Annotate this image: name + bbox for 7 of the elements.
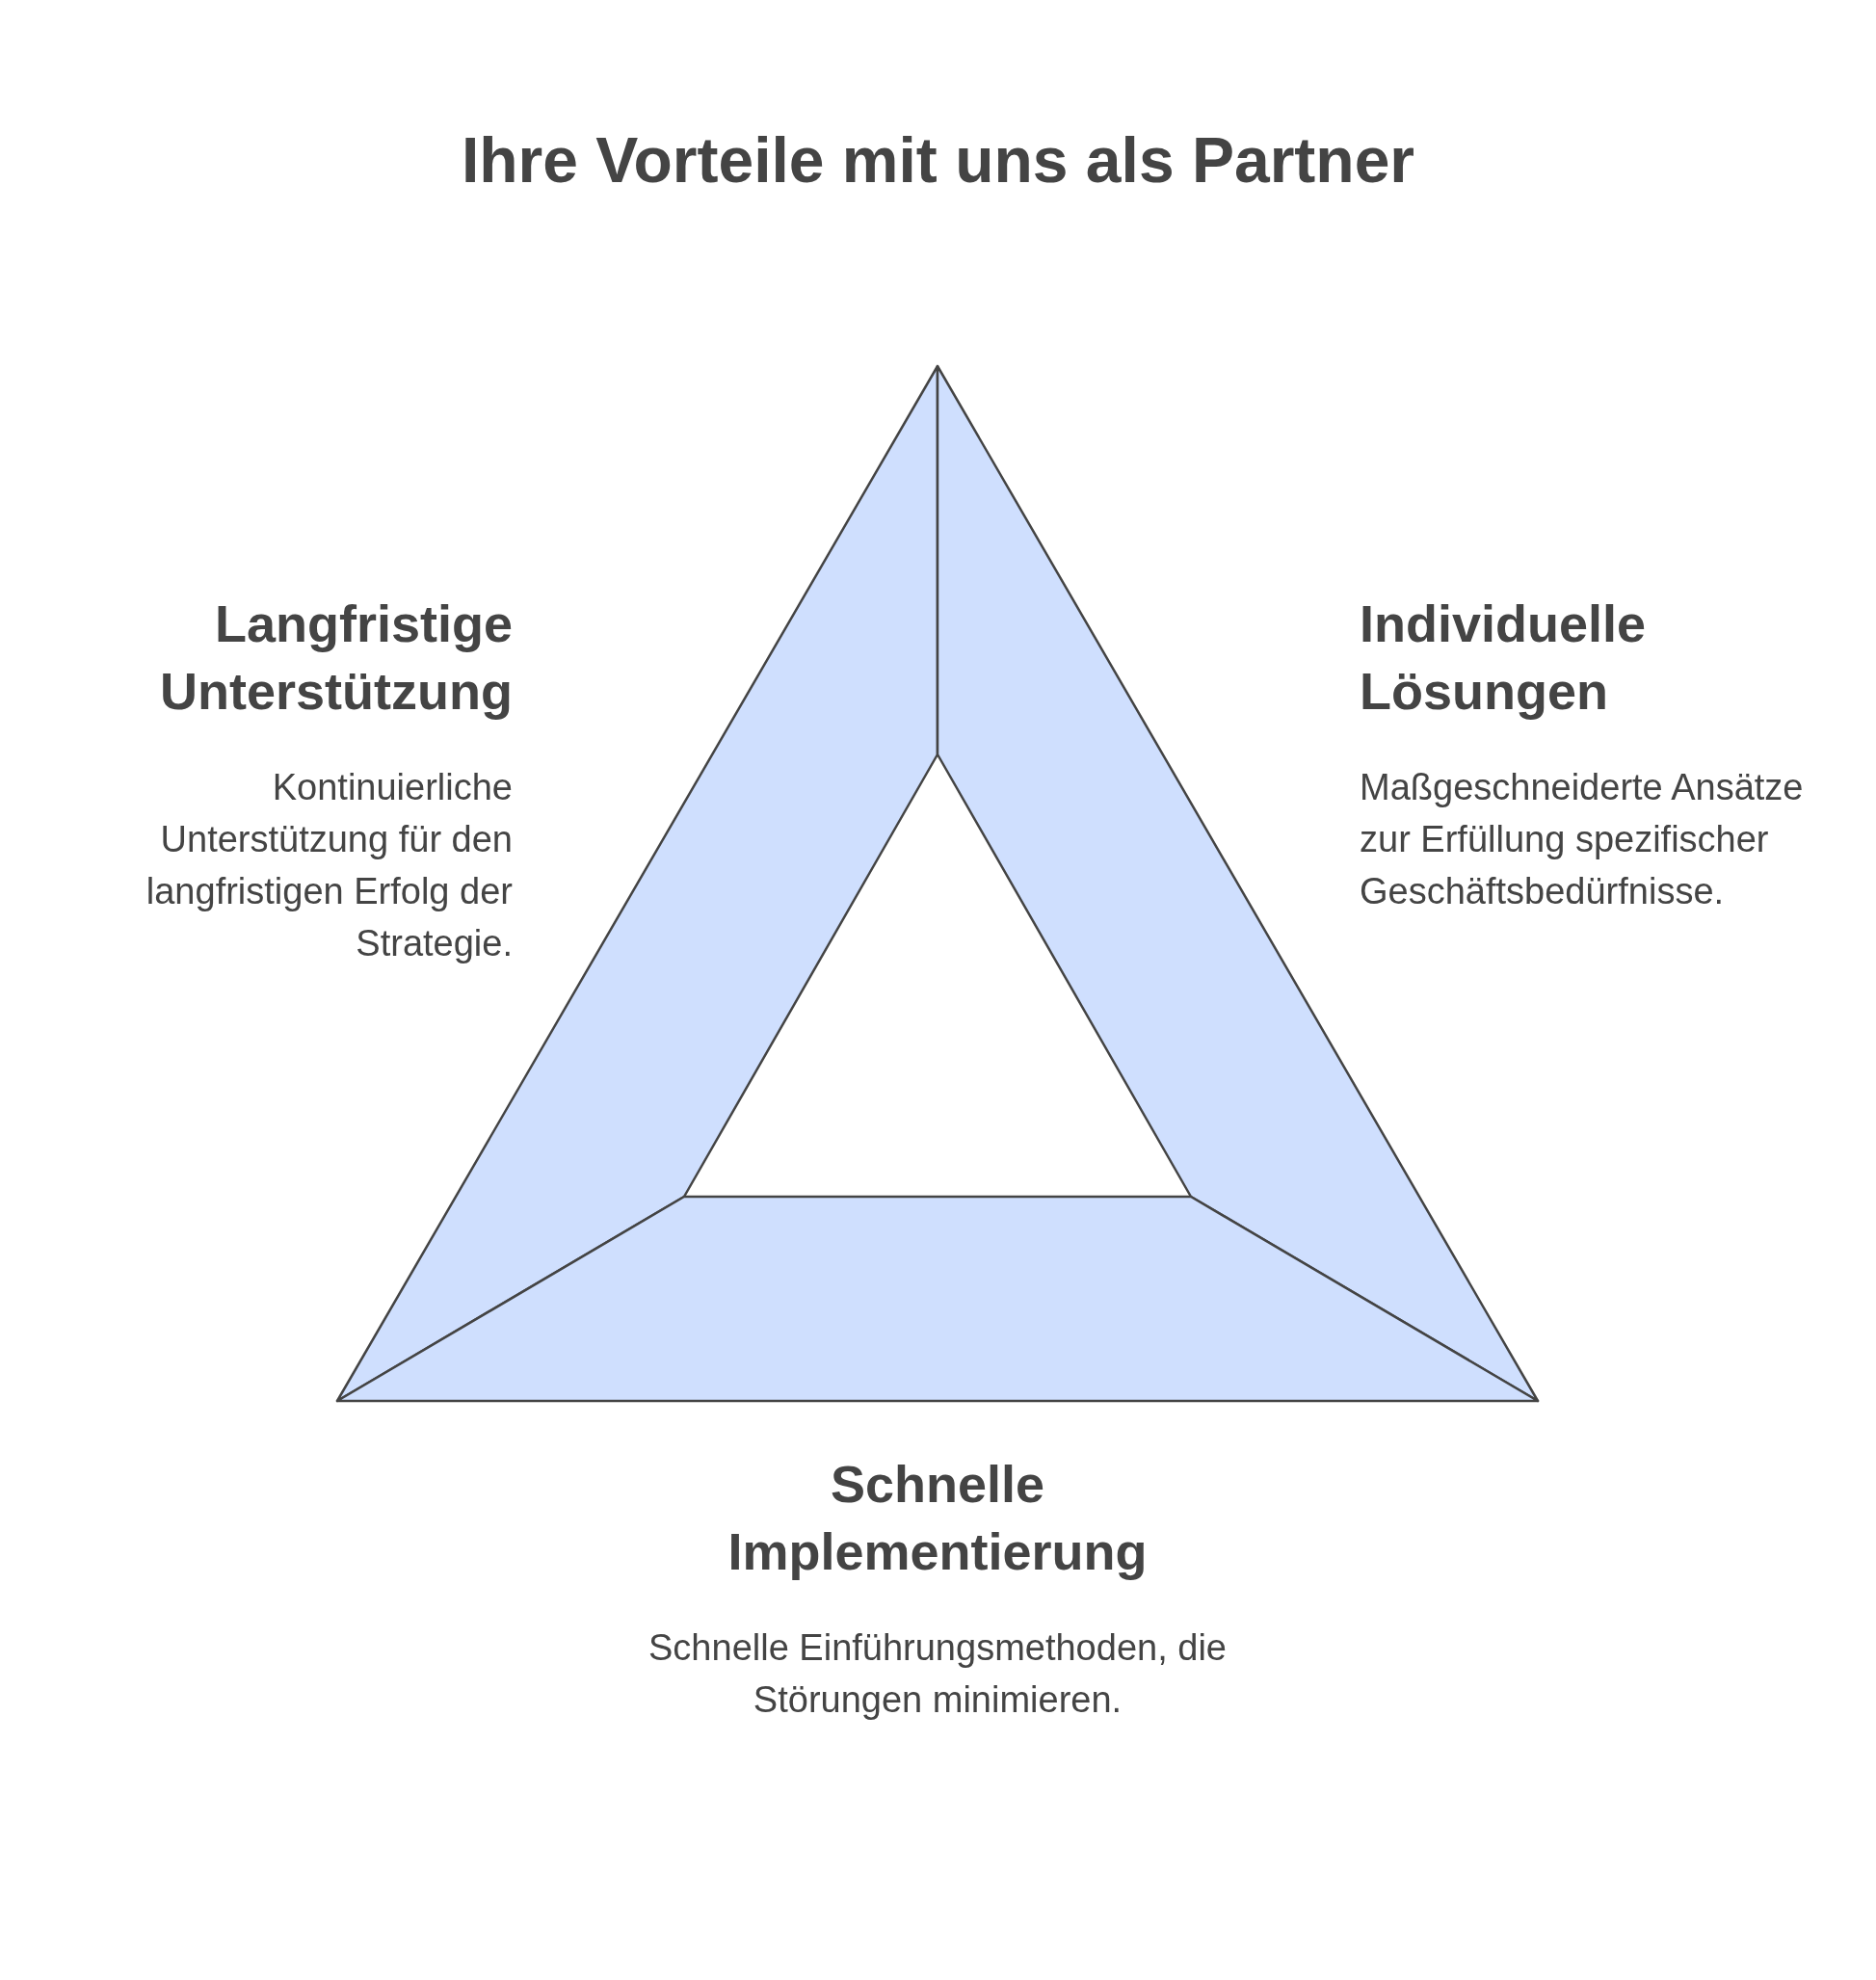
diagram-title: Ihre Vorteile mit uns als Partner bbox=[460, 123, 1416, 197]
segment-description: Maßgeschneiderte Ansätze zur Erfüllung spezifischer Geschäftsbedürfnisse. bbox=[1360, 766, 1805, 913]
segment-heading: Individuelle Lösungen bbox=[1360, 594, 1648, 722]
segment-description: Kontinuierliche Unterstützung für den langfristigen Erfolg der Strategie. bbox=[145, 766, 513, 965]
segment-heading: Schnelle Implementierung bbox=[727, 1454, 1149, 1582]
segment-heading: Langfristige Unterstützung bbox=[159, 594, 513, 722]
segment-description: Schnelle Einführungsmethoden, die Störungen minimieren. bbox=[648, 1626, 1227, 1722]
